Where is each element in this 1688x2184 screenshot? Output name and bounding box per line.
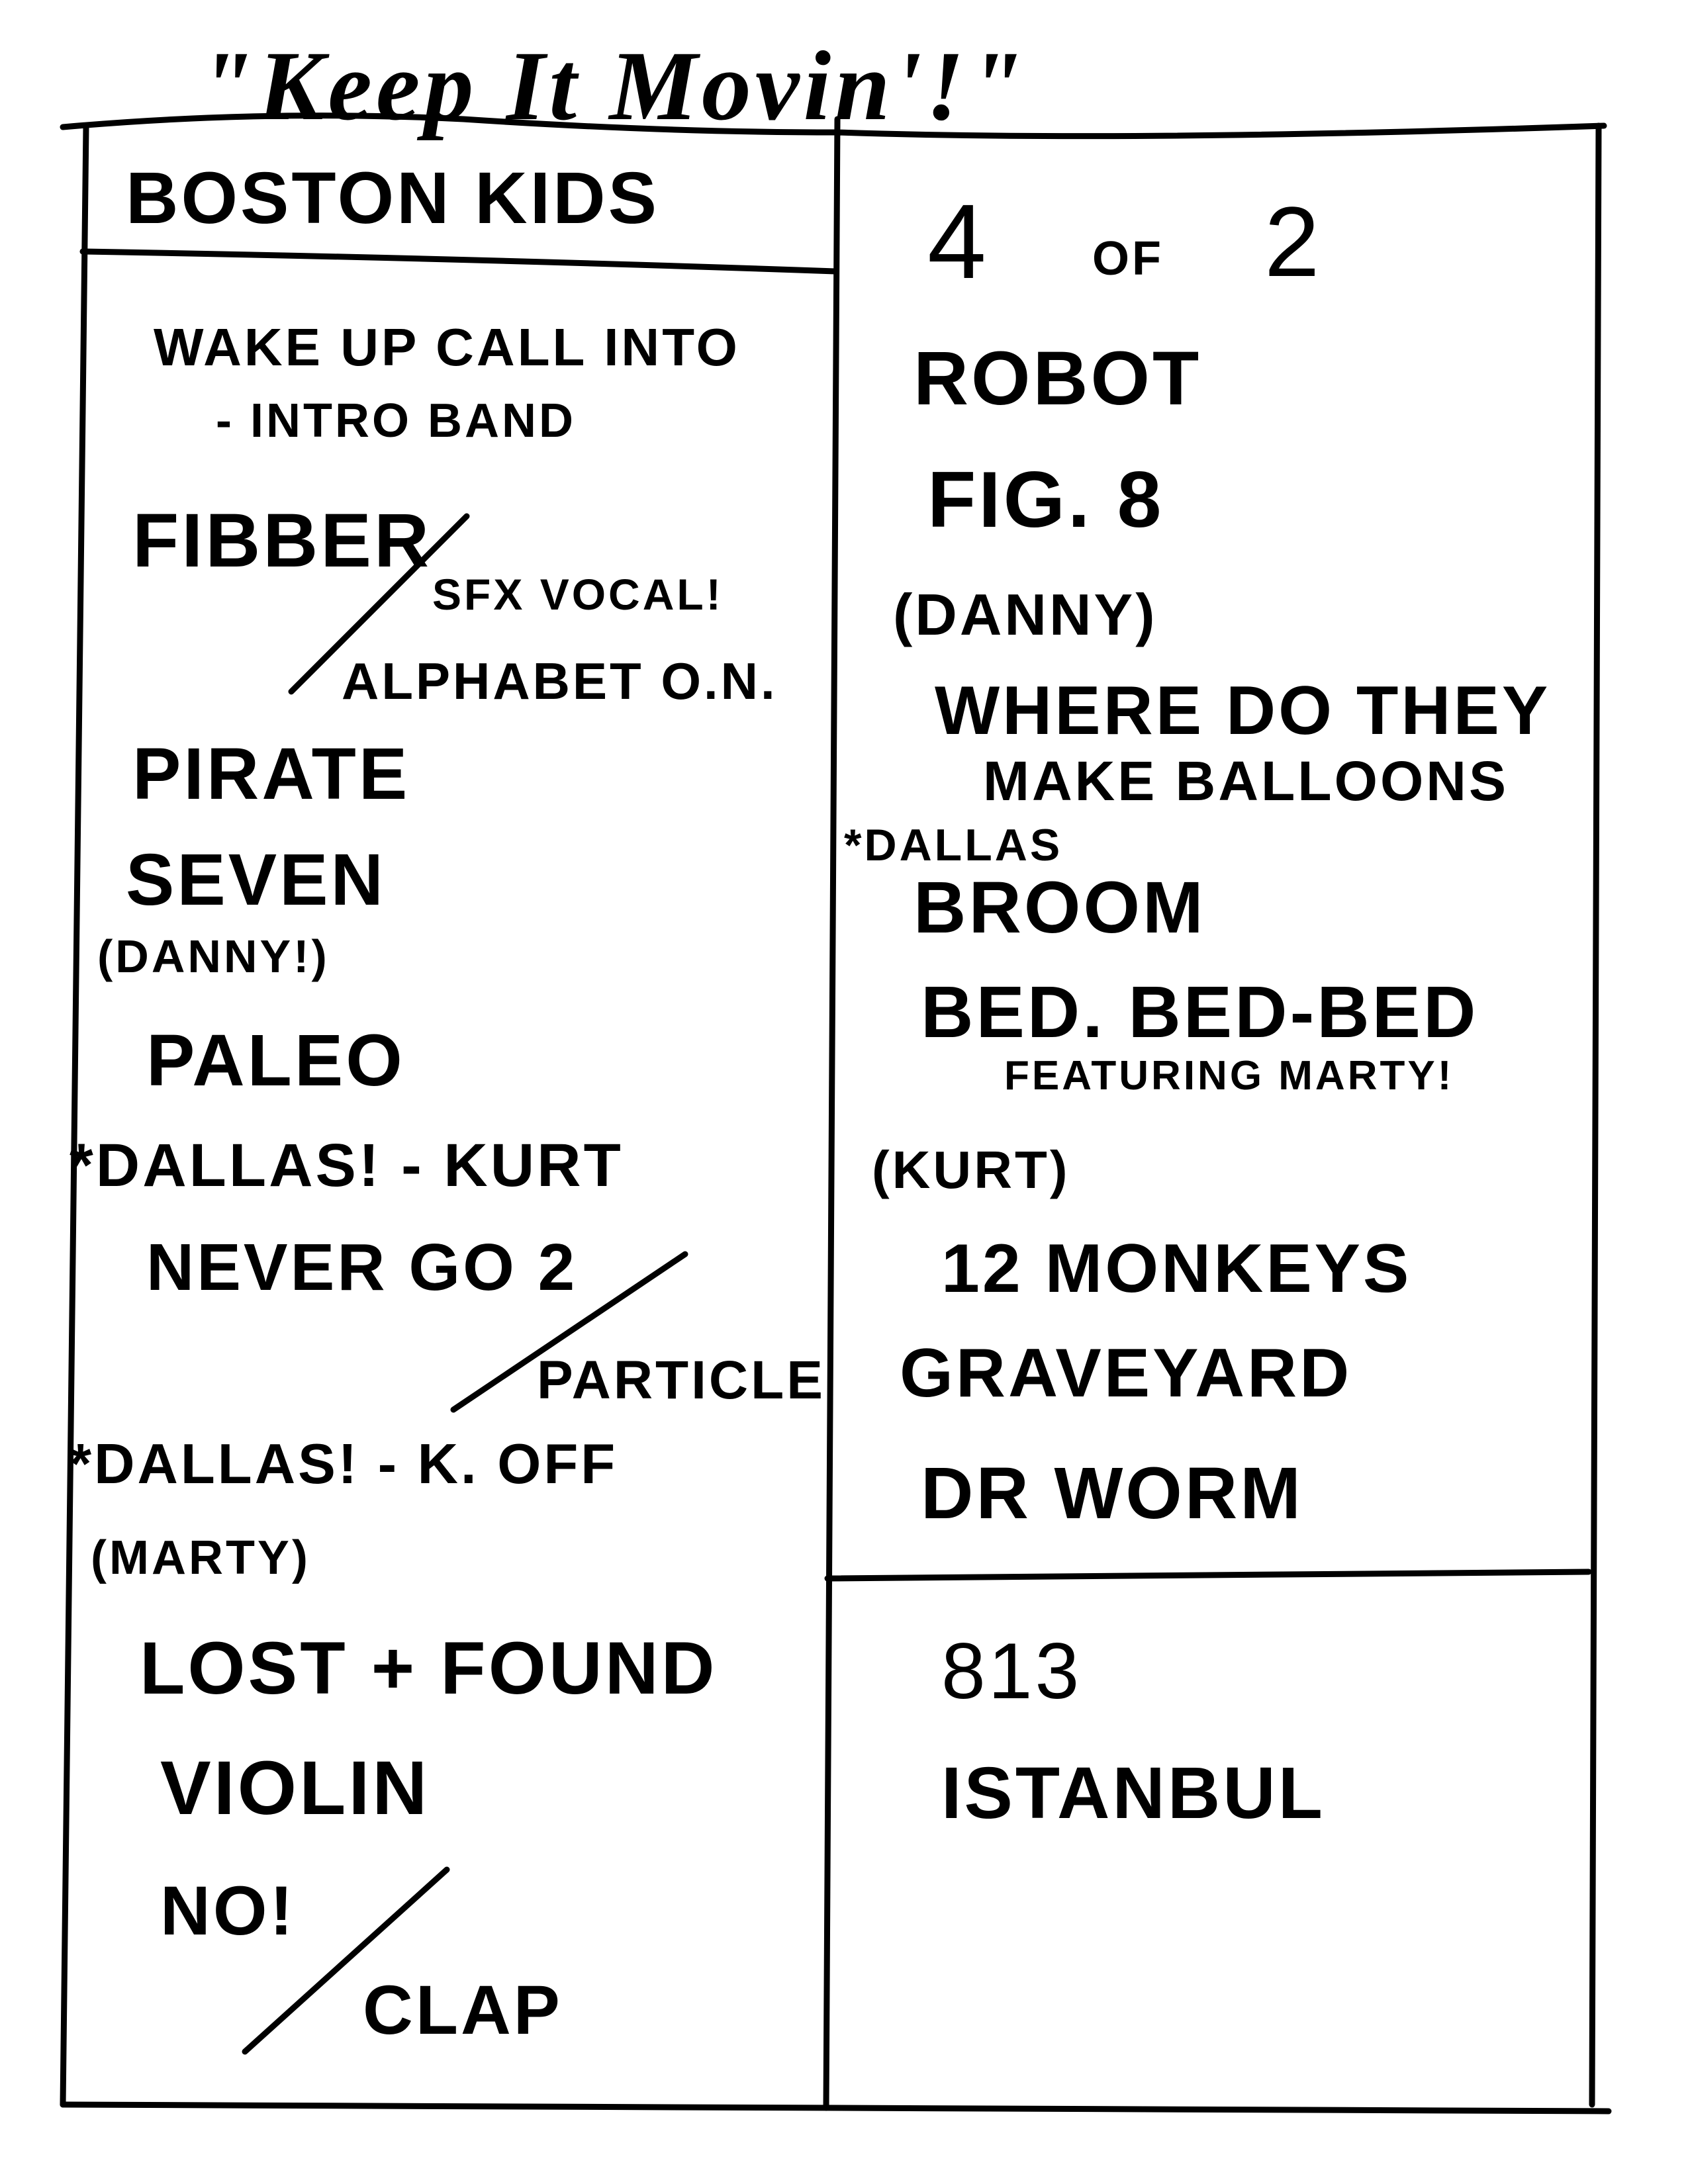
setlist-note: *DALLAS: [844, 820, 1063, 870]
setlist-item: NO!: [160, 1872, 296, 1950]
setlist-item: PARTICLE: [537, 1350, 825, 1410]
setlist-item: WHERE DO THEY: [935, 672, 1551, 749]
setlist-item: VIOLIN: [160, 1746, 430, 1831]
setlist-item: CLAP: [363, 1972, 563, 2049]
setlist-item: GRAVEYARD: [900, 1335, 1352, 1412]
setlist-item: NEVER GO 2: [146, 1230, 578, 1304]
setlist-note: SFX VOCAL!: [432, 570, 724, 619]
encore-divider: [824, 1569, 1592, 1582]
column-divider: [823, 116, 841, 2111]
outer-border-bottom: [60, 2101, 1612, 2115]
setlist-item: *DALLAS! - KURT: [70, 1132, 624, 1199]
setlist-item: ROBOT: [914, 336, 1202, 421]
setlist-item: MAKE BALLOONS: [983, 750, 1509, 812]
setlist-note: (DANNY!): [97, 931, 330, 982]
setlist-item: FIG. 8: [927, 455, 1164, 544]
setlist-item: BED. BED-BED: [921, 972, 1479, 1053]
setlist-title: "Keep It Movin'!": [199, 31, 1027, 141]
setlist-item: ALPHABET O.N.: [342, 652, 778, 710]
setlist-note: (KURT): [872, 1140, 1070, 1199]
slash-never-go-2: [450, 1251, 688, 1413]
setlist-note: FEATURING MARTY!: [1004, 1053, 1454, 1099]
setlist-note: - INTRO BAND: [216, 394, 576, 447]
left-column-header: BOSTON KIDS: [126, 158, 659, 239]
outer-border-top: [60, 113, 1607, 140]
setlist-item: LOST + FOUND: [140, 1627, 718, 1709]
setlist-item: DR WORM: [921, 1453, 1303, 1534]
setlist-item: PIRATE: [132, 733, 410, 815]
slash-fibber: [288, 513, 470, 695]
setlist-item: PALEO: [146, 1020, 405, 1101]
header-number-a: 4: [927, 182, 989, 300]
outer-border-right: [1589, 122, 1602, 2108]
setlist-item: 12 MONKEYS: [941, 1230, 1412, 1307]
header-number-b: 2: [1264, 186, 1323, 297]
setlist-item: BROOM: [914, 867, 1206, 948]
setlist-item: SEVEN: [126, 839, 386, 921]
encore-item: ISTANBUL: [941, 1752, 1325, 1834]
setlist-note: (DANNY): [893, 582, 1158, 647]
setlist-item: FIBBER: [132, 498, 432, 583]
setlist-item: *DALLAS! - K. OFF: [70, 1433, 618, 1496]
outer-border-left: [60, 124, 89, 2108]
header-of: OF: [1092, 232, 1164, 285]
encore-item: 813: [941, 1627, 1082, 1715]
slash-no-clap: [242, 1866, 450, 2055]
setlist-item: WAKE UP CALL INTO: [154, 318, 740, 377]
header-divider: [79, 248, 839, 275]
setlist-note: (MARTY): [91, 1531, 310, 1584]
